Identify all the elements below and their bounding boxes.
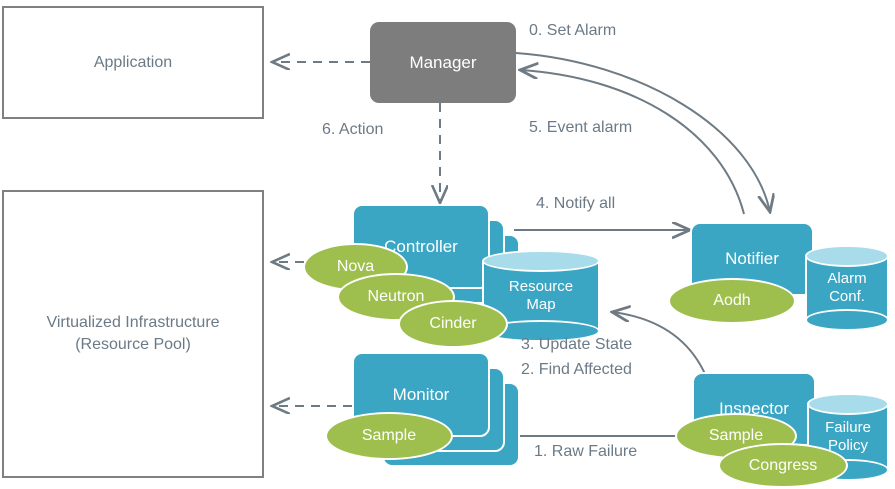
controller-label: Controller xyxy=(384,236,458,256)
project-pill-sample-inspector-label: Sample xyxy=(708,427,764,444)
project-pill-aodh-label: Aodh xyxy=(713,292,751,309)
project-pill-nova-label: Nova xyxy=(336,258,375,275)
edge-label-action: 6. Action xyxy=(322,121,383,139)
failure-policy-cylinder-top xyxy=(807,393,889,415)
edge-label-raw-failure: 1. Raw Failure xyxy=(534,443,637,461)
project-pill-congress: Congress xyxy=(718,443,848,488)
project-pill-sample-monitor-label: Sample xyxy=(361,427,417,444)
failure-policy-label: Failure Policy xyxy=(807,404,889,470)
alarm-conf-cylinder: Alarm Conf. xyxy=(805,245,889,331)
notifier-label: Notifier xyxy=(725,249,779,268)
infrastructure-label-line1: Virtualized Infrastructure xyxy=(46,314,220,332)
edge-label-update-state-text: 3. Update State xyxy=(521,336,633,353)
failure-policy-cylinder: Failure Policy xyxy=(807,393,889,481)
edge-label-update-state: 3. Update State xyxy=(521,336,632,354)
edge-label-find-affected: 2. Find Affected xyxy=(521,361,632,379)
alarm-conf-label-line1: Alarm xyxy=(827,270,867,287)
failure-policy-label-line1: Failure xyxy=(825,419,871,436)
resource-map-cylinder: Resource Map xyxy=(482,250,600,342)
alarm-conf-cylinder-bottom xyxy=(805,309,889,331)
project-pill-cinder: Cinder xyxy=(398,300,508,348)
failure-policy-label-line2: Policy xyxy=(827,437,868,454)
resource-map-label-line2: Map xyxy=(526,296,556,313)
alarm-conf-cylinder-top xyxy=(805,245,889,267)
alarm-conf-label: Alarm Conf. xyxy=(805,256,889,320)
resource-map-label-line1: Resource xyxy=(508,278,574,295)
project-pill-aodh: Aodh xyxy=(668,278,796,324)
alarm-conf-label-line2: Conf. xyxy=(829,288,865,305)
edge-label-notify-all-text: 4. Notify all xyxy=(536,195,616,212)
edge-event-alarm xyxy=(520,70,745,215)
edge-label-notify-all: 4. Notify all xyxy=(536,195,615,213)
resource-map-cylinder-top xyxy=(482,250,600,272)
project-pill-cinder-label: Cinder xyxy=(429,315,477,332)
resource-map-label: Resource Map xyxy=(482,261,600,331)
edge-label-event-alarm: 5. Event alarm xyxy=(529,119,632,137)
edge-label-set-alarm-text: 0. Set Alarm xyxy=(529,22,617,39)
project-pill-neutron-label: Neutron xyxy=(367,288,425,305)
edge-label-find-affected-text: 2. Find Affected xyxy=(521,361,632,378)
infrastructure-box: Virtualized Infrastructure (Resource Poo… xyxy=(2,190,264,478)
edge-label-set-alarm: 0. Set Alarm xyxy=(529,22,616,40)
project-pill-congress-label: Congress xyxy=(748,456,818,474)
project-pill-neutron: Neutron xyxy=(337,273,455,321)
monitor-label: Monitor xyxy=(392,384,450,404)
edge-label-action-text: 6. Action xyxy=(322,121,384,138)
edge-label-raw-failure-text: 1. Raw Failure xyxy=(534,443,638,460)
infrastructure-label-line2: (Resource Pool) xyxy=(75,336,191,353)
manager-box: Manager xyxy=(370,22,516,103)
manager-label: Manager xyxy=(409,52,477,72)
edge-label-event-alarm-text: 5. Event alarm xyxy=(529,119,633,136)
application-label: Application xyxy=(93,53,173,71)
project-pill-sample-monitor: Sample xyxy=(325,412,453,460)
application-box: Application xyxy=(2,6,264,119)
